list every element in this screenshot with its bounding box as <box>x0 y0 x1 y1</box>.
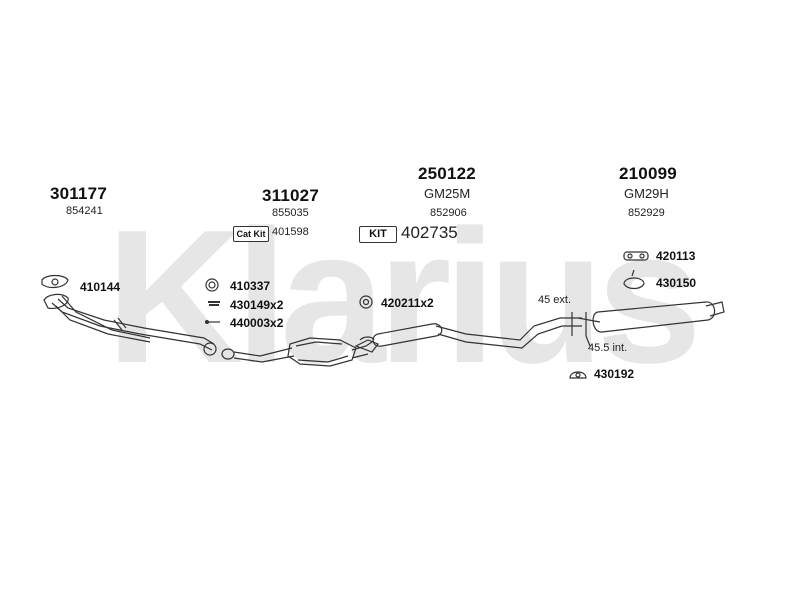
hanger-icon <box>623 251 649 261</box>
bolt-icon <box>208 301 220 306</box>
part-420113: 420113 <box>656 249 696 263</box>
rubber-mount-icon <box>359 295 373 309</box>
gasket-icon <box>41 274 69 289</box>
part-430149: 430149x2 <box>230 298 284 312</box>
clamp-icon <box>569 371 587 379</box>
part-430150: 430150 <box>656 276 697 290</box>
middle-silencer-code: 250122 <box>418 164 476 183</box>
part-410144: 410144 <box>80 280 121 294</box>
dimension-int: 45.5 int. <box>588 342 628 354</box>
cat-kit-badge: Cat Kit <box>233 226 269 242</box>
ring-icon <box>205 278 219 292</box>
bracket-icon <box>623 269 645 290</box>
rear-silencer <box>571 301 725 347</box>
front-pipe-ref: 854241 <box>66 205 103 217</box>
kit-code: 402735 <box>401 223 458 242</box>
part-410337: 410337 <box>230 279 271 293</box>
catalytic-converter-ref: 855035 <box>272 207 309 219</box>
spring-icon <box>205 320 220 325</box>
catalytic-converter <box>221 337 373 367</box>
middle-silencer <box>354 317 582 353</box>
part-420211: 420211x2 <box>381 296 434 310</box>
kit-badge: KIT <box>359 226 397 243</box>
middle-silencer-ref: 852906 <box>430 207 467 219</box>
catalytic-converter-code: 311027 <box>262 186 319 205</box>
dimension-ext: 45 ext. <box>538 294 572 306</box>
rear-silencer-ref: 852929 <box>628 207 665 219</box>
middle-silencer-alt-code: GM25M <box>424 186 471 201</box>
front-pipe <box>43 293 217 356</box>
rear-silencer-code: 210099 <box>619 164 677 183</box>
front-pipe-code: 301177 <box>50 184 107 203</box>
rear-silencer-alt-code: GM29H <box>624 186 669 201</box>
cat-kit-code: 401598 <box>272 226 309 238</box>
part-440003: 440003x2 <box>230 316 284 330</box>
watermark-text: Klarius <box>106 191 694 403</box>
part-430192: 430192 <box>594 367 635 381</box>
